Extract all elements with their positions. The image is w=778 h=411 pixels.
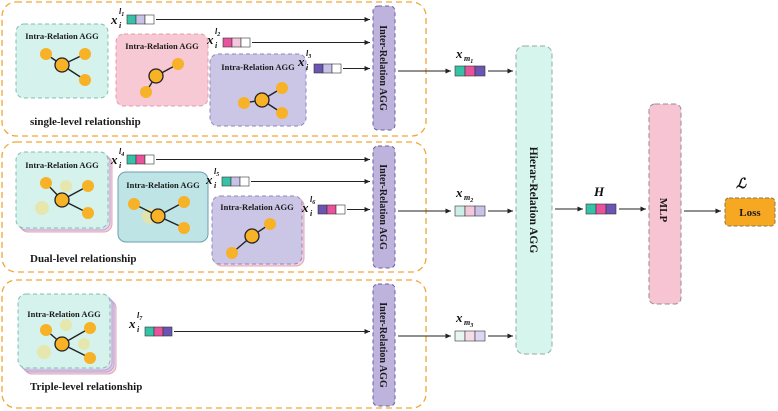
embedding-h: H bbox=[585, 184, 617, 215]
inter-relation-box-1: Inter-Relation AGG bbox=[372, 5, 396, 131]
intra-label: Intra-Relation AGG bbox=[27, 309, 101, 319]
svg-text:i: i bbox=[119, 161, 122, 170]
embedding-x-m3: x m3 bbox=[454, 310, 486, 342]
embedding-x-l7: x l7 i bbox=[128, 311, 173, 337]
group-title-triple: Triple-level relationship bbox=[30, 381, 142, 393]
svg-text:i: i bbox=[310, 209, 313, 218]
intra-label: Intra-Relation AGG bbox=[220, 202, 294, 212]
embedding-x-m1: x m1 bbox=[454, 46, 486, 77]
loss-symbol: ℒ bbox=[736, 177, 747, 192]
svg-text:m3: m3 bbox=[464, 318, 473, 329]
svg-text:i: i bbox=[306, 63, 309, 72]
intra-label: Intra-Relation AGG bbox=[221, 62, 295, 72]
intra-label: Intra-Relation AGG bbox=[25, 31, 99, 41]
svg-text:x: x bbox=[455, 310, 463, 325]
svg-text:x: x bbox=[455, 46, 463, 61]
embedding-x-m2: x m2 bbox=[454, 185, 486, 217]
group-frame-single bbox=[1, 1, 427, 137]
intra-box-2: Intra-Relation AGG bbox=[115, 33, 209, 107]
svg-text:l3: l3 bbox=[306, 49, 311, 60]
svg-text:x: x bbox=[205, 172, 213, 187]
svg-text:Hierar-Relation AGG: Hierar-Relation AGG bbox=[527, 147, 539, 254]
svg-text:l6: l6 bbox=[310, 195, 315, 206]
inter-relation-box-2: Inter-Relation AGG bbox=[372, 145, 396, 269]
svg-text:l7: l7 bbox=[137, 311, 143, 322]
loss-box: Loss bbox=[724, 197, 776, 227]
svg-text:Inter-Relation AGG: Inter-Relation AGG bbox=[377, 25, 388, 111]
intra-label: Intra-Relation AGG bbox=[25, 160, 99, 170]
intra-box-7: Intra-Relation AGG bbox=[17, 293, 117, 375]
group-title-dual: Dual-level relationship bbox=[30, 253, 136, 265]
hierar-relation-box: Hierar-Relation AGG bbox=[515, 45, 553, 355]
svg-text:x: x bbox=[110, 152, 118, 167]
svg-text:MLP: MLP bbox=[657, 198, 669, 223]
svg-text:x: x bbox=[128, 316, 136, 331]
svg-text:x: x bbox=[110, 12, 118, 27]
svg-text:x: x bbox=[297, 54, 305, 69]
intra-box-1: Intra-Relation AGG bbox=[15, 23, 109, 99]
svg-text:H: H bbox=[593, 184, 605, 199]
group-frame-dual bbox=[1, 141, 427, 273]
svg-text:m2: m2 bbox=[464, 193, 473, 204]
svg-text:i: i bbox=[119, 21, 122, 30]
embedding-x-l5: x l5 i bbox=[205, 167, 250, 190]
svg-text:i: i bbox=[137, 325, 140, 334]
svg-text:Inter-Relation AGG: Inter-Relation AGG bbox=[377, 302, 388, 388]
svg-text:x: x bbox=[206, 32, 214, 47]
svg-text:Loss: Loss bbox=[739, 207, 761, 219]
embedding-x-l1: x l1 i bbox=[110, 7, 155, 30]
inter-relation-box-3: Inter-Relation AGG bbox=[372, 283, 396, 407]
intra-box-3: Intra-Relation AGG bbox=[209, 53, 307, 127]
embedding-x-l3: x l3 i bbox=[297, 49, 342, 74]
embedding-x-l2: x l2 i bbox=[206, 27, 251, 50]
intra-label: Intra-Relation AGG bbox=[125, 41, 199, 51]
group-title-single: single-level relationship bbox=[30, 116, 141, 128]
svg-text:x: x bbox=[455, 185, 463, 200]
svg-text:Inter-Relation AGG: Inter-Relation AGG bbox=[377, 164, 388, 250]
intra-box-6: Intra-Relation AGG bbox=[211, 195, 305, 267]
embedding-x-l4: x l4 i bbox=[110, 147, 155, 170]
embedding-x-l6: x l6 i bbox=[301, 195, 346, 218]
svg-text:x: x bbox=[301, 200, 309, 215]
svg-text:m1: m1 bbox=[464, 54, 473, 65]
svg-text:l4: l4 bbox=[119, 147, 124, 158]
svg-text:i: i bbox=[215, 41, 218, 50]
intra-box-4: Intra-Relation AGG bbox=[15, 151, 113, 233]
svg-text:l5: l5 bbox=[214, 167, 219, 178]
intra-box-5: Intra-Relation AGG bbox=[117, 171, 209, 243]
svg-text:l2: l2 bbox=[215, 27, 220, 38]
intra-label: Intra-Relation AGG bbox=[126, 180, 200, 190]
mlp-box: MLP bbox=[648, 103, 682, 305]
svg-text:l1: l1 bbox=[119, 7, 124, 18]
svg-text:i: i bbox=[214, 181, 217, 190]
